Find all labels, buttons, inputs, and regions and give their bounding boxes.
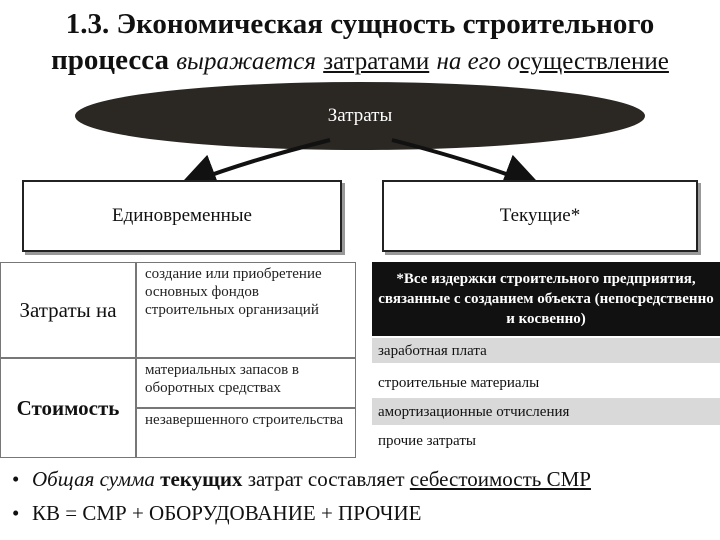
title-word-expressed: выражается [176,48,316,75]
arrow-left [177,138,331,193]
costs-ellipse: Затраты [75,82,645,150]
one-time-costs-label: Единовременные [111,205,252,226]
bullet-marker: • [12,501,20,525]
title-word-costs: затратами [323,48,430,75]
item-fixed-assets: создание или приобретение основных фондо… [136,262,356,358]
item-unfinished-construction: незавершенного строительства [136,408,356,458]
current-costs-note: *Все издержки строительного предприятия,… [372,262,720,336]
bullet-2: •КВ = СМР + ОБОРУДОВАНИЕ + ПРОЧИЕ [12,501,422,525]
item-wages: заработная плата [372,338,720,364]
item-materials: строительные материалы [372,368,720,398]
one-time-costs-table: Затраты на создание или приобретение осн… [0,262,356,458]
current-costs-label: Текущие* [499,205,581,226]
arrow-right [391,138,543,193]
title-line-2: процесса выражается затратами на его осу… [10,42,710,80]
row-head-cost: Стоимость [0,358,136,458]
costs-ellipse-label: Затраты [327,105,393,126]
bullet-marker: • [12,467,20,491]
row-head-costs-on: Затраты на [0,262,136,358]
slide-title: 1.3. Экономическая сущность строительног… [10,6,710,80]
title-word-implementation: существление [519,48,669,75]
title-word-on-its: на его о [436,48,520,75]
item-depreciation: амортизационные отчисления [372,398,720,426]
item-other-costs: прочие затраты [372,426,720,456]
item-material-stocks: материальных запасов в оборотных средств… [136,358,356,408]
current-costs-panel: *Все издержки строительного предприятия,… [372,262,720,458]
one-time-costs-box: Единовременные [22,180,342,252]
bullet-1: •Общая сумма текущих затрат составляет с… [12,467,591,491]
title-line-1: 1.3. Экономическая сущность строительног… [65,8,655,40]
title-word-process: процесса [51,44,169,76]
current-costs-box: Текущие* [382,180,698,252]
